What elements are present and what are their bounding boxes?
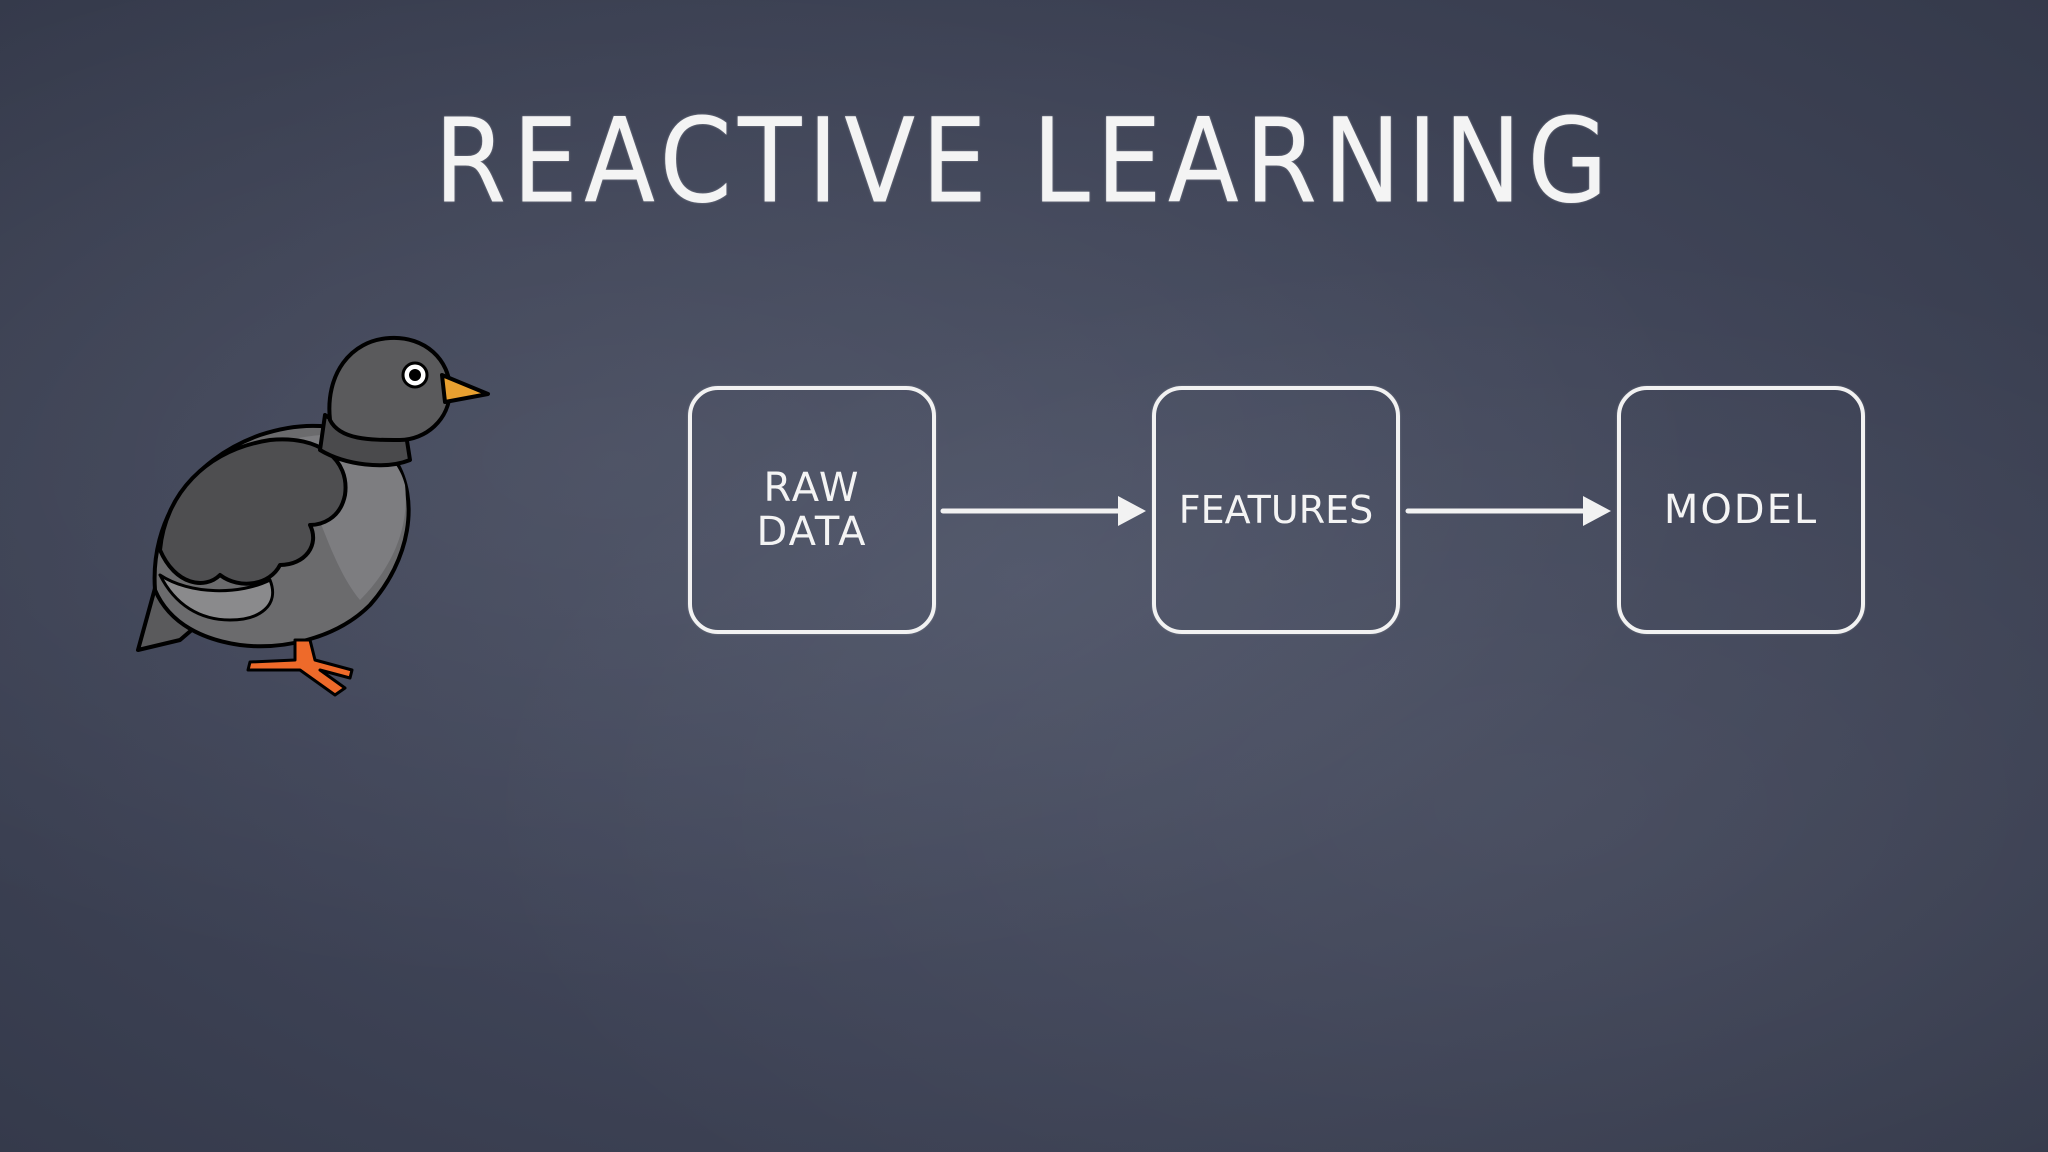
arrow-features-to-model [1405, 496, 1611, 526]
node-model-label: MODEL [1663, 487, 1819, 533]
slide-title: Reactive Learning [434, 92, 1614, 230]
node-features-label: FEATURES [1178, 488, 1374, 532]
node-raw-data: RAW DATA [688, 386, 936, 634]
node-raw-data-label: RAW DATA [756, 465, 868, 555]
node-model: MODEL [1617, 386, 1865, 634]
pigeon-icon [136, 335, 490, 697]
arrow-raw-to-features [940, 496, 1146, 526]
node-features: FEATURES [1152, 386, 1400, 634]
